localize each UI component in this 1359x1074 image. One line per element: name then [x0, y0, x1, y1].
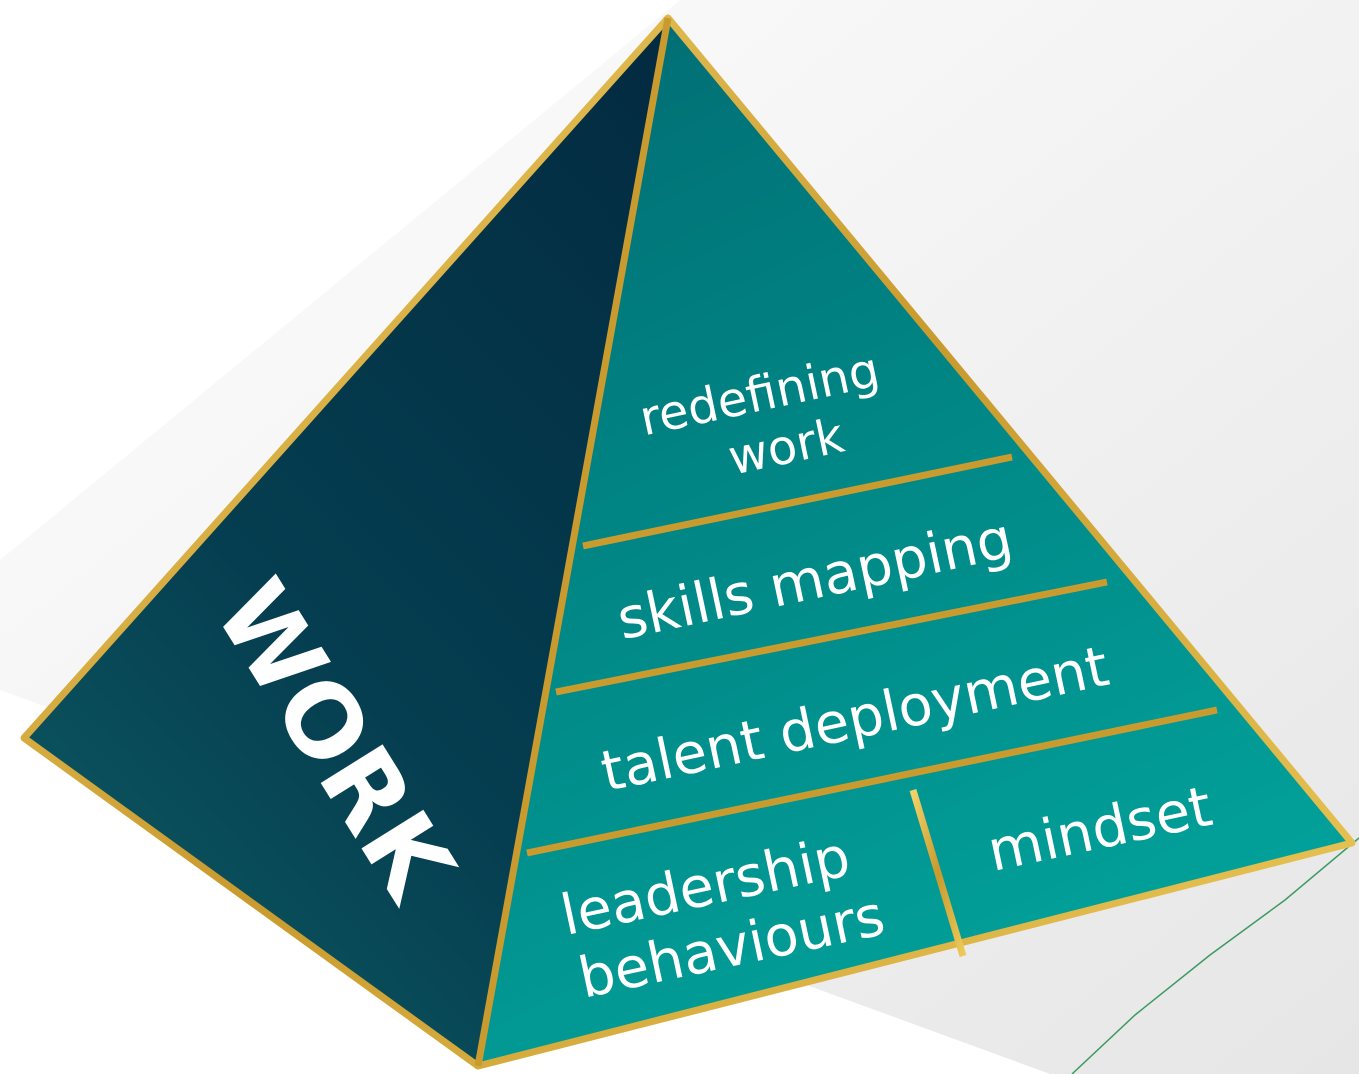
pyramid-front-edge: [474, 17, 672, 1067]
tier-divider-1: [582, 453, 1013, 550]
pyramid-right-face: [478, 18, 1352, 1066]
accent-line: [1071, 837, 1359, 1074]
pyramid-left-face: [24, 18, 668, 1066]
tier-divider-2: [555, 578, 1108, 696]
tier-divider-3: [526, 706, 1218, 857]
tier-divider-vertical: [909, 788, 967, 958]
